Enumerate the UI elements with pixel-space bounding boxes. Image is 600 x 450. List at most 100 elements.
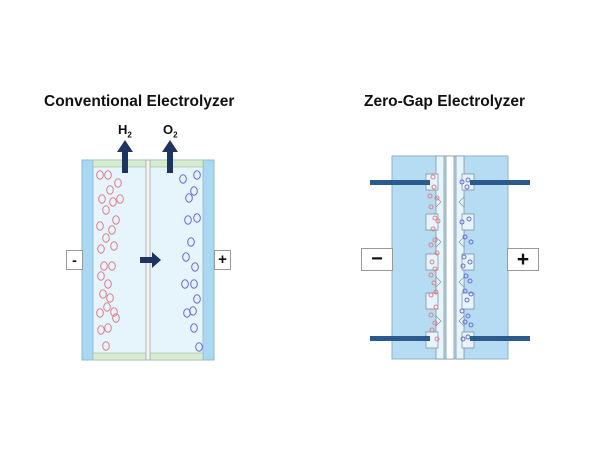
o2-bubble [193,294,201,304]
anode-pocket [461,292,475,310]
zero-gap-negative-terminal: − [361,248,393,271]
h2-bubble [96,308,104,318]
h2-bubble [433,289,439,295]
h2-bubble [97,244,105,254]
h2-bubble [434,250,440,256]
h2-bubble [102,233,110,243]
h2-bubble [104,323,112,333]
channel-fin [458,236,465,248]
h2-bubble [429,259,435,265]
o2-bubble [193,213,201,223]
o2-bubble [195,342,203,352]
h2-bubble [430,174,436,180]
h2-bubble [108,225,116,235]
h2-bubble [428,312,434,318]
conventional-negative-terminal: - [66,250,83,270]
o2-bubble [193,170,201,180]
h2-bubble [99,289,107,299]
o2-label: O2 [163,122,178,140]
o2-bubble [462,319,468,325]
conventional-title: Conventional Electrolyzer [44,93,235,110]
h2-bubble [432,237,438,243]
h2-bubble [431,280,437,286]
h2-bubble [429,327,435,333]
o2-bubble [467,278,473,284]
o2-subscript: 2 [173,130,178,140]
channel-fin [458,196,465,208]
zero-gap-cell [370,155,530,360]
h2-bubble [103,302,111,312]
o2-outlet-arrow [162,140,178,173]
h2-bubble [427,193,433,199]
h2-bubble [106,293,114,303]
h2-bubble [112,313,120,323]
zero-gap-h2-bubbles [427,174,441,342]
cathode-plate [81,159,94,361]
o2-bubble [464,184,470,190]
h2-symbol: H [118,122,128,137]
h2-bubble [106,185,114,195]
h2-bubble [98,194,106,204]
h2-bubble [432,215,438,221]
o2-bubble [190,323,198,333]
o2-bubble [191,262,199,272]
o2-bubble [463,273,469,279]
h2-bubble [97,271,105,281]
top-gasket-right [149,159,204,168]
o2-bubble [468,239,474,245]
top-gasket-left [92,159,147,168]
o2-bubble [462,234,468,240]
h2-bubble [428,242,434,248]
o2-bubble [468,291,474,297]
h2-label: H2 [118,122,132,140]
h2-bubble [428,272,434,278]
h2-outlet-arrow [117,140,133,173]
o2-bubble [467,259,473,265]
bottom-gasket-left [92,352,147,361]
h2-bubble [430,226,436,232]
h2-subscript: 2 [127,130,132,140]
h2-bubble [431,184,437,190]
o2-bubble [187,237,195,247]
o2-bubble [179,174,187,184]
h2-bubble [432,266,438,272]
cathode-pocket [425,292,439,310]
h2-bubble [434,195,440,201]
o2-bubble [460,263,466,269]
h2-bubble [112,215,120,225]
h2-bubble [108,261,116,271]
h2-bubble [104,170,112,180]
h2-bubble [435,218,441,224]
h2-bubble [432,320,438,326]
o2-bubble [461,254,467,260]
h2-bubble [428,292,434,298]
o2-bubble [468,322,474,328]
o2-bubble [464,297,470,303]
o2-bubble [190,279,198,289]
o2-bubble [184,215,192,225]
h2-bubble [96,221,104,231]
o2-bubble [185,193,193,203]
o2-bubble [183,308,191,318]
o2-bubble [465,313,471,319]
anode-rod-bottom [470,336,530,341]
h2-bubble [109,197,117,207]
o2-bubble [462,288,468,294]
channel-fin [458,315,465,327]
bottom-gasket-right [149,352,204,361]
o2-bubbles [179,170,203,352]
anode-rod-top [470,180,530,185]
o2-bubble [459,179,465,185]
membrane [445,155,455,360]
o2-bubble [459,219,465,225]
o2-bubble [460,336,466,342]
h2-bubble [433,304,439,310]
conventional-positive-terminal: + [214,250,231,270]
h2-bubble [97,325,105,335]
ion-flow-arrow [140,252,161,268]
o2-bubble [459,308,465,314]
h2-bubble [110,241,118,251]
h2-bubble [102,341,110,351]
h2-bubble [114,178,122,188]
h2-bubble [96,170,104,180]
